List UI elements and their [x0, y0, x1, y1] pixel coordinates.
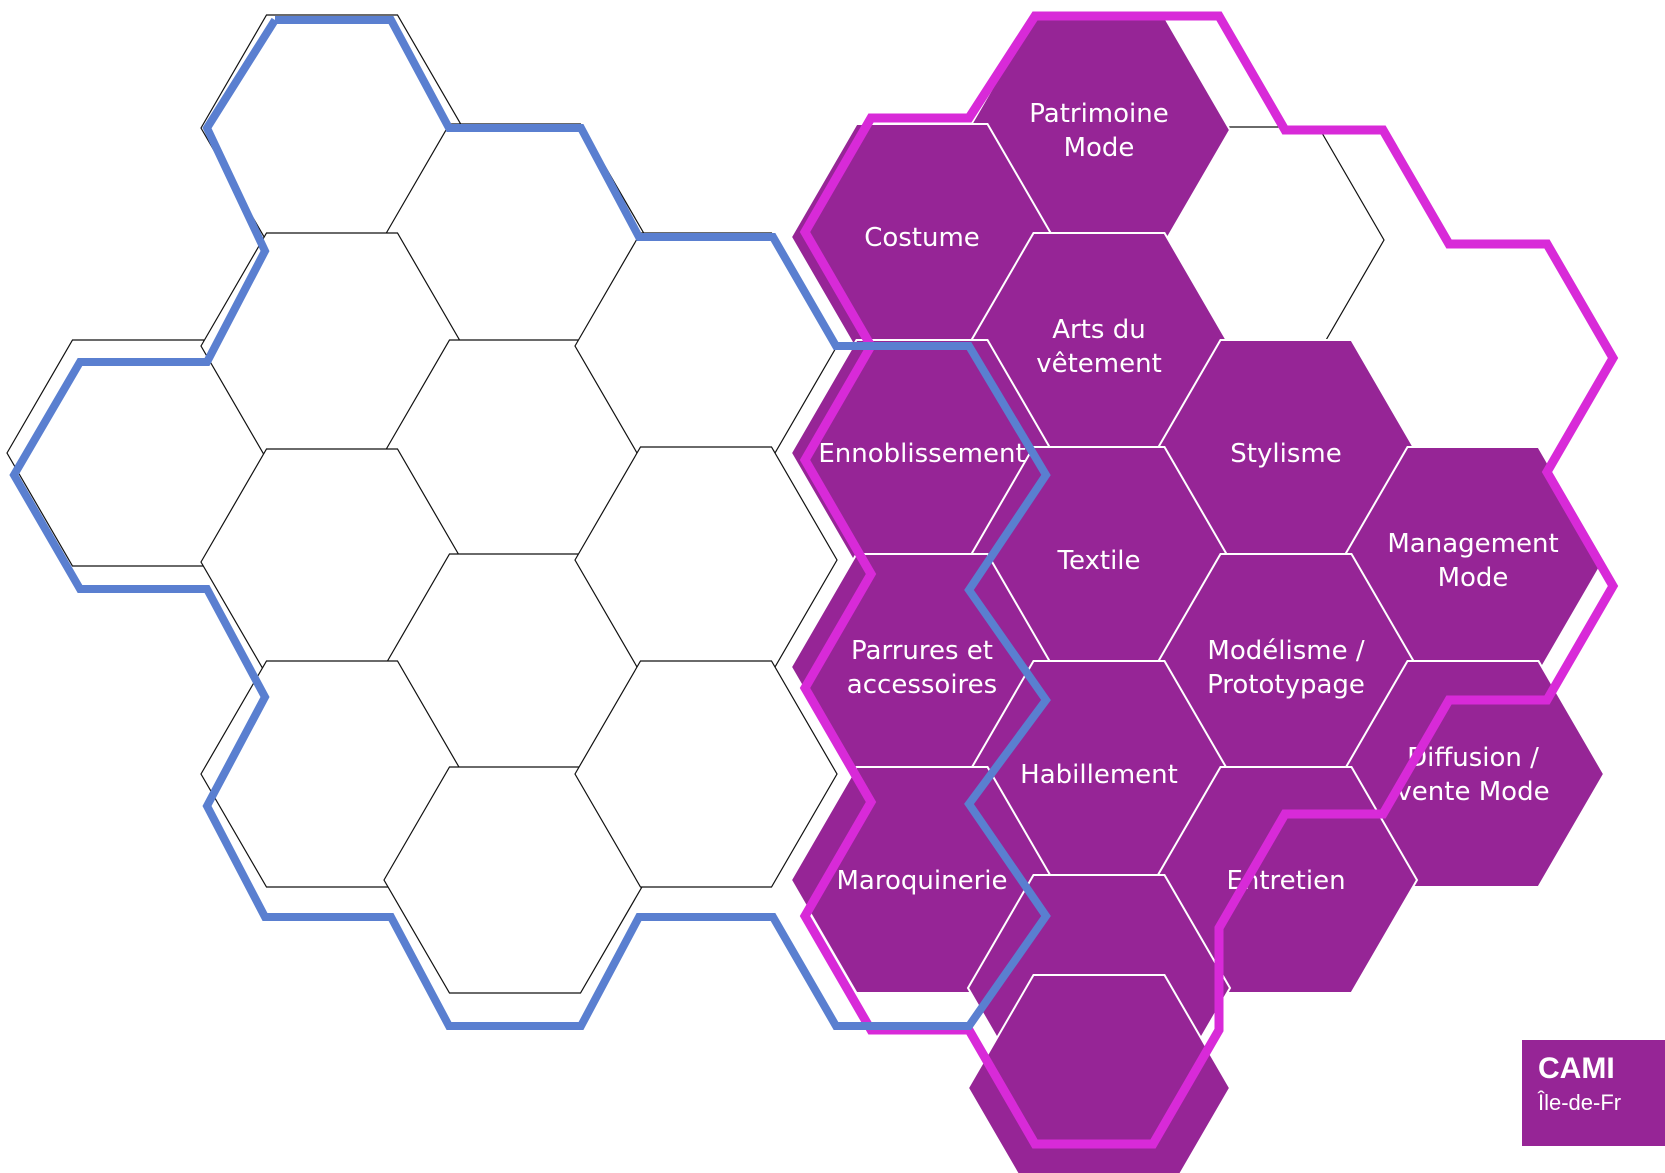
hexagon-cell: Arts du vêtement [966, 232, 1232, 460]
empty-hexagon [574, 660, 838, 888]
badge-subtitle: Île-de-Fr [1538, 1090, 1622, 1115]
hexagon-cell: Modélisme / Prototypage [1153, 553, 1419, 781]
magenta-cluster-outline [799, 11, 1619, 1149]
blue-cluster-outline [9, 16, 1051, 1030]
hexagon-label: vêtement [1036, 349, 1162, 379]
hexagon-label: Maroquinerie [837, 866, 1008, 896]
hexagon-label: Mode [1064, 133, 1135, 163]
hexagon-label: accessoires [847, 670, 997, 700]
hexagon-label: Management [1387, 529, 1558, 559]
empty-hexagon-grid [6, 14, 1385, 994]
hexagon-label: Arts du [1052, 315, 1145, 345]
hexagon-cell: Diffusion / vente Mode [1340, 660, 1606, 888]
hexagon-label: Mode [1438, 563, 1509, 593]
hexagon-label: Textile [1056, 546, 1140, 576]
hexagon-label: Habillement [1020, 760, 1178, 790]
hexagon-label: vente Mode [1396, 777, 1549, 807]
brand-badge: CAMI Île-de-Fr [1522, 1040, 1665, 1146]
hexagon-label: Ennoblissement [818, 439, 1025, 469]
hexagon-label: Modélisme / [1207, 636, 1364, 666]
hexagon-label: Diffusion / [1407, 743, 1539, 773]
hexagon-label: Patrimoine [1029, 99, 1168, 129]
hexagon-label: Prototypage [1207, 670, 1365, 700]
hexagon-label: Parrures et [851, 636, 993, 666]
badge-title: CAMI [1538, 1052, 1615, 1085]
hexagon-label: Stylisme [1230, 439, 1341, 469]
hexagon-label: Costume [864, 223, 980, 253]
